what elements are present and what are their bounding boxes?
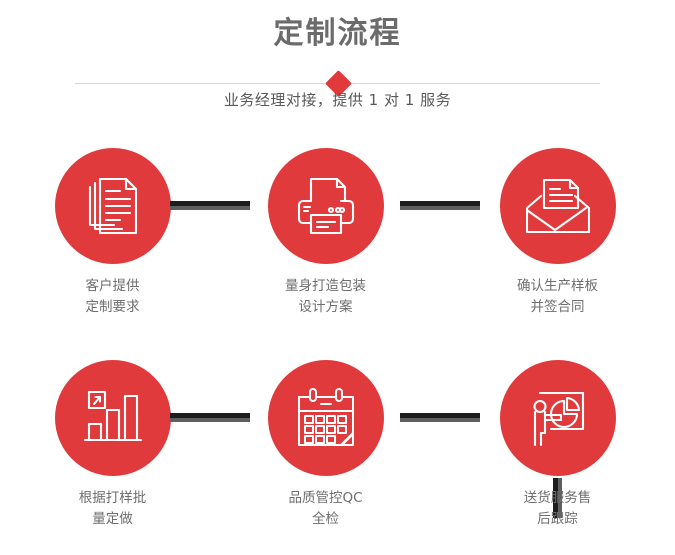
- flow-step-6-label-line1: 送货服务售: [523, 490, 592, 506]
- connector-shadow: [170, 206, 250, 210]
- flow-step-3-label: 确认生产样板 并签合同: [445, 276, 670, 318]
- presenter-pie-chart-icon: [527, 387, 589, 449]
- connector-step2-step3: [400, 201, 480, 210]
- flow-step-6-circle: [499, 360, 616, 476]
- flow-step-1[interactable]: 客户提供 定制要求: [0, 148, 225, 343]
- process-flow-diagram: 客户提供 定制要求: [0, 140, 675, 550]
- connector-step1-step2: [170, 201, 250, 210]
- flow-step-3-label-line2: 并签合同: [530, 299, 585, 315]
- flow-row-top: 客户提供 定制要求: [0, 148, 675, 343]
- flow-step-6-label: 送货服务售 后跟踪: [445, 488, 670, 530]
- flow-step-2-label-line2: 设计方案: [298, 299, 353, 315]
- flow-step-4-label-line1: 根据打样批: [78, 490, 147, 506]
- flow-step-2-label: 量身打造包装 设计方案: [213, 276, 438, 318]
- connector-shadow: [400, 418, 480, 422]
- connector-bar: [170, 201, 250, 206]
- flow-step-2[interactable]: 量身打造包装 设计方案: [213, 148, 438, 343]
- flow-step-4-label-line2: 量定做: [92, 511, 133, 527]
- connector-step4-step5: [170, 413, 250, 422]
- connector-bar: [400, 201, 480, 206]
- connector-bar: [170, 413, 250, 418]
- header-section: 定制流程 业务经理对接，提供 1 对 1 服务: [0, 0, 675, 130]
- flow-step-6-label-line2: 后跟踪: [537, 511, 578, 527]
- flow-step-5-circle: [267, 360, 384, 476]
- flow-step-2-label-line1: 量身打造包装: [285, 278, 366, 294]
- flow-step-1-circle: [54, 148, 171, 264]
- flow-step-3-label-line1: 确认生产样板: [517, 278, 598, 294]
- flow-row-bottom: 根据打样批 量定做: [0, 360, 675, 555]
- printer-icon: [295, 175, 357, 237]
- flow-step-5-label-line1: 品质管控QC: [288, 490, 363, 506]
- flow-step-2-circle: [267, 148, 384, 264]
- flow-step-4-circle: [54, 360, 171, 476]
- flow-step-1-label-line1: 客户提供: [85, 278, 140, 294]
- flow-step-5-label: 品质管控QC 全检: [213, 488, 438, 530]
- connector-shadow: [400, 206, 480, 210]
- documents-stack-icon: [82, 175, 144, 237]
- flow-step-3-circle: [499, 148, 616, 264]
- flow-step-6[interactable]: 送货服务售 后跟踪: [445, 360, 670, 555]
- flow-step-5-label-line2: 全检: [312, 511, 339, 527]
- flow-step-3[interactable]: 确认生产样板 并签合同: [445, 148, 670, 343]
- connector-shadow: [558, 478, 562, 518]
- bar-chart-growth-icon: [83, 388, 143, 448]
- open-envelope-document-icon: [525, 174, 590, 238]
- flow-step-1-label: 客户提供 定制要求: [0, 276, 225, 318]
- calendar-icon: [295, 387, 357, 449]
- connector-bar: [400, 413, 480, 418]
- connector-shadow: [170, 418, 250, 422]
- flow-step-4[interactable]: 根据打样批 量定做: [0, 360, 225, 555]
- flow-step-1-label-line2: 定制要求: [85, 299, 140, 315]
- page-subtitle: 业务经理对接，提供 1 对 1 服务: [223, 91, 452, 109]
- title-divider: [75, 70, 600, 97]
- page-title: 定制流程: [273, 16, 402, 51]
- flow-step-5[interactable]: 品质管控QC 全检: [213, 360, 438, 555]
- connector-step3-step6: [553, 478, 562, 518]
- flow-step-4-label: 根据打样批 量定做: [0, 488, 225, 530]
- connector-step5-step6: [400, 413, 480, 422]
- connector-bar: [553, 478, 558, 518]
